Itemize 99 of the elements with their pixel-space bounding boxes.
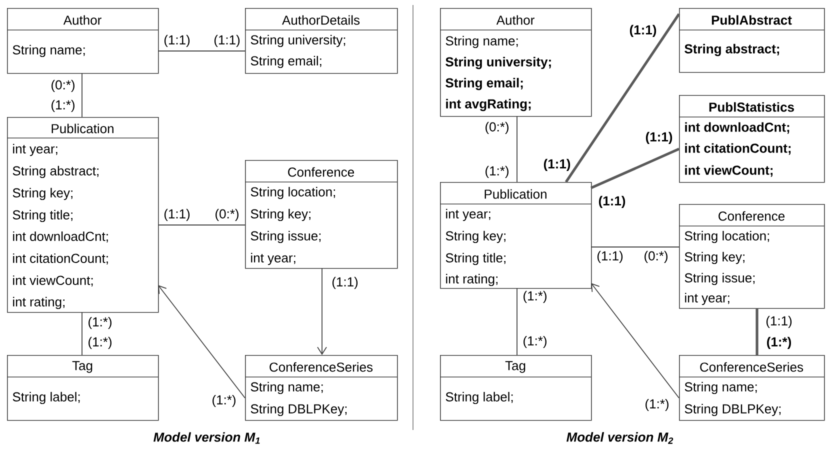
class-box bbox=[440, 8, 592, 117]
multiplicity-label: (1:*) bbox=[524, 336, 546, 348]
class-name: Publication bbox=[484, 189, 546, 199]
attribute-text: int downloadCnt; bbox=[13, 231, 108, 243]
attribute-text: String key; bbox=[684, 252, 744, 264]
attribute-text: int downloadCnt; bbox=[685, 122, 790, 134]
class-name: Author bbox=[496, 15, 534, 25]
attribute-text: String email; bbox=[446, 78, 523, 90]
association-line bbox=[564, 13, 680, 183]
class-name: Tag bbox=[72, 361, 92, 373]
attribute-text: String DBLPKey; bbox=[684, 404, 781, 416]
attribute-text: int year; bbox=[685, 292, 730, 306]
arrow bbox=[317, 268, 327, 355]
association-line bbox=[158, 50, 246, 52]
attribute-text: String title; bbox=[446, 252, 506, 266]
multiplicity-label: (1:*) bbox=[88, 336, 112, 350]
attribute-text: String location; bbox=[684, 230, 769, 244]
class-box bbox=[440, 355, 592, 421]
multiplicity-label: (1:1) bbox=[597, 250, 623, 264]
attribute-text: String name; bbox=[250, 382, 323, 394]
attribute-text: String location; bbox=[250, 186, 335, 200]
attribute-text: String title; bbox=[12, 210, 72, 222]
attribute-text: String key; bbox=[12, 188, 72, 200]
attribute-text: int rating; bbox=[446, 274, 498, 286]
class-box bbox=[678, 8, 825, 73]
multiplicity-label: (1:1) bbox=[766, 316, 792, 328]
class-box bbox=[678, 95, 825, 183]
class-box bbox=[678, 204, 825, 309]
attribute-text: String name; bbox=[446, 36, 518, 48]
caption: Model version M$_{2}$ bbox=[566, 432, 674, 444]
attribute-text: String abstract; bbox=[12, 166, 98, 178]
attribute-text: int year; bbox=[13, 144, 58, 156]
multiplicity-label: (1:*) bbox=[212, 394, 236, 408]
attribute-text: int citationCount; bbox=[13, 253, 108, 265]
association-line bbox=[516, 288, 518, 356]
multiplicity-label: (1:*) bbox=[88, 316, 112, 330]
attribute-text: String label; bbox=[12, 392, 80, 404]
class-name: Author bbox=[63, 15, 102, 25]
attribute-text: int year; bbox=[251, 252, 296, 266]
attribute-text: int citationCount; bbox=[685, 143, 791, 155]
class-name: Tag bbox=[505, 361, 526, 373]
multiplicity-label: (1:*) bbox=[52, 100, 74, 112]
attribute-text: int viewCount; bbox=[13, 275, 93, 287]
class-box bbox=[244, 8, 398, 74]
class-box bbox=[440, 182, 592, 289]
multiplicity-label: (1:1) bbox=[544, 158, 570, 172]
class-box bbox=[244, 355, 398, 421]
attribute-text: String name; bbox=[684, 382, 757, 394]
arrow bbox=[591, 283, 680, 398]
multiplicity-label: (1:1) bbox=[214, 34, 240, 48]
attribute-text: String issue; bbox=[684, 272, 755, 286]
class-name: Conference bbox=[718, 211, 785, 221]
arrow bbox=[158, 285, 246, 398]
multiplicity-label: (1:*) bbox=[646, 398, 668, 412]
class-name: ConferenceSeries bbox=[270, 362, 373, 372]
attribute-text: String label; bbox=[446, 392, 513, 404]
attribute-text: String university; bbox=[250, 34, 346, 48]
multiplicity-label: (0:*) bbox=[644, 250, 668, 264]
attribute-text: String university; bbox=[446, 56, 551, 70]
attribute-text: String key; bbox=[250, 208, 310, 222]
multiplicity-label: (1:1) bbox=[646, 132, 672, 144]
multiplicity-label: (1:1) bbox=[332, 276, 358, 290]
attribute-text: String abstract; bbox=[684, 44, 780, 56]
multiplicity-label: (1:*) bbox=[486, 166, 508, 178]
attribute-text: int avgRating; bbox=[446, 98, 531, 112]
attribute-text: String name; bbox=[12, 44, 85, 58]
class-name: PublAbstract bbox=[712, 15, 792, 25]
attribute-text: int year; bbox=[446, 208, 490, 222]
association-line bbox=[516, 116, 518, 182]
multiplicity-label: (1:1) bbox=[598, 196, 626, 208]
attribute-text: String email; bbox=[250, 56, 322, 68]
attribute-text: int viewCount; bbox=[685, 165, 773, 177]
attribute-text: String key; bbox=[446, 230, 506, 244]
class-box bbox=[6, 117, 159, 313]
attribute-text: int rating; bbox=[13, 296, 64, 310]
class-box bbox=[6, 8, 159, 74]
class-name: Publication bbox=[52, 124, 114, 134]
multiplicity-label: (1:*) bbox=[767, 336, 791, 350]
multiplicity-label: (1:1) bbox=[630, 24, 656, 38]
class-name: AuthorDetails bbox=[282, 15, 360, 25]
multiplicity-label: (0:*) bbox=[486, 122, 508, 134]
association-line bbox=[756, 308, 758, 355]
class-box bbox=[6, 355, 159, 421]
class-box bbox=[244, 160, 398, 269]
attribute-text: String issue; bbox=[250, 230, 321, 244]
multiplicity-label: (1:1) bbox=[164, 208, 190, 222]
multiplicity-label: (0:*) bbox=[216, 208, 238, 222]
class-box bbox=[678, 355, 825, 421]
multiplicity-label: (1:*) bbox=[524, 290, 546, 304]
multiplicity-label: (0:*) bbox=[52, 80, 74, 92]
multiplicity-label: (1:1) bbox=[164, 34, 190, 48]
attribute-text: String DBLPKey; bbox=[250, 404, 347, 416]
class-name: ConferenceSeries bbox=[700, 362, 804, 372]
class-name: Conference bbox=[288, 167, 354, 177]
association-line bbox=[158, 224, 246, 226]
association-line bbox=[590, 148, 680, 190]
caption: Model version M$_{1}$ bbox=[154, 432, 260, 444]
class-name: PublStatistics bbox=[709, 102, 794, 112]
association-line bbox=[590, 246, 680, 248]
